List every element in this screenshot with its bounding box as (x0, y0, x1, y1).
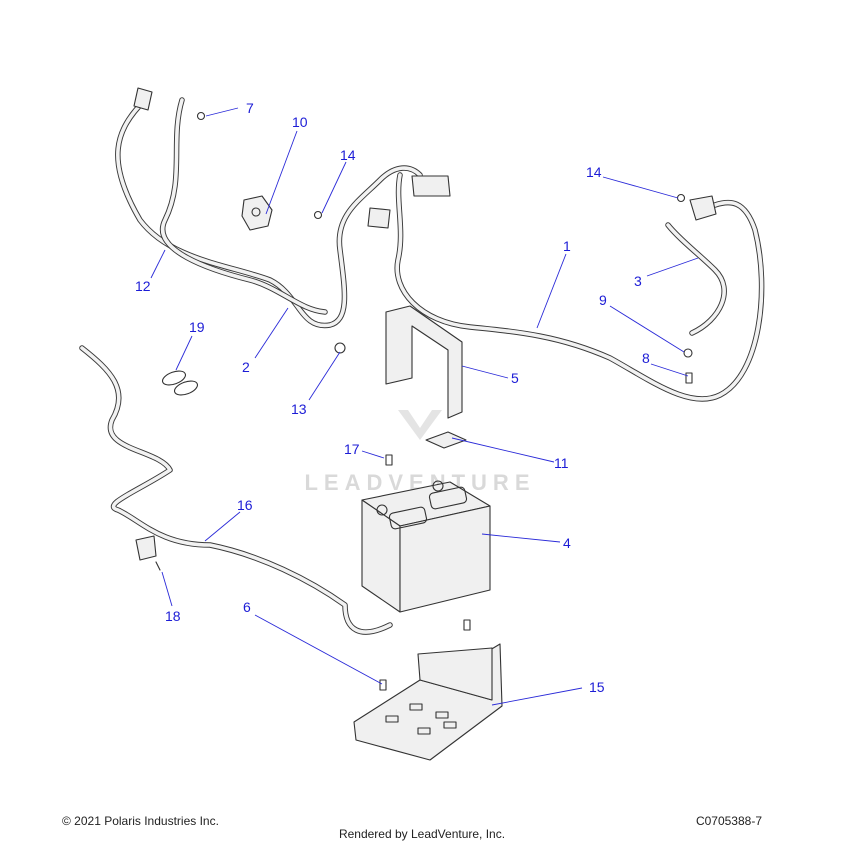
callout-17: 17 (344, 441, 360, 457)
callout-8: 8 (642, 350, 650, 366)
callout-3: 3 (634, 273, 642, 289)
callout-2: 2 (242, 359, 250, 375)
callout-5: 5 (511, 370, 519, 386)
part-8-bolt (685, 372, 693, 384)
callout-6: 6 (243, 599, 251, 615)
part-4-battery (361, 480, 491, 613)
callout-14-right: 14 (586, 164, 602, 180)
part-2-harness (115, 87, 451, 329)
callout-labels: 1 2 3 4 5 6 7 8 9 10 11 12 13 14 14 15 1… (135, 100, 650, 695)
callout-11: 11 (554, 455, 569, 471)
part-11-pad (425, 431, 467, 449)
callout-4: 4 (563, 535, 571, 551)
leader-lines (150, 107, 699, 706)
copyright-text: © 2021 Polaris Industries Inc. (62, 814, 219, 828)
callout-10: 10 (292, 114, 308, 130)
callout-7: 7 (246, 100, 254, 116)
callout-12: 12 (135, 278, 151, 294)
part-17-bolt (385, 454, 393, 466)
callout-13: 13 (291, 401, 307, 417)
part-6-bolt (379, 679, 387, 691)
hardware (155, 111, 693, 691)
callout-14-left: 14 (340, 147, 356, 163)
watermark-logo-icon (398, 410, 442, 440)
part-14-nut-left (313, 210, 323, 220)
part-13-fastener (334, 342, 346, 354)
part-10-relay (241, 195, 273, 231)
part-14-nut-right (676, 193, 686, 203)
callout-16: 16 (237, 497, 253, 513)
part-16-cable (79, 345, 393, 635)
part-9-nut (683, 348, 693, 358)
battery-tray-bolt (463, 619, 471, 631)
part-15-tray (353, 643, 503, 761)
document-id: C0705388-7 (695, 814, 762, 828)
callout-19: 19 (189, 319, 205, 335)
part-18-tie (155, 561, 161, 571)
part-3-cable (665, 222, 727, 336)
callout-1: 1 (563, 238, 571, 254)
callout-9: 9 (599, 292, 607, 308)
part-19-clips (161, 370, 199, 396)
callout-18: 18 (165, 608, 181, 624)
part-7-nut (196, 111, 206, 121)
watermark: LEADVENTURE (304, 410, 530, 495)
rendered-by-text: Rendered by LeadVenture, Inc. (338, 827, 506, 841)
part-5-strap (385, 305, 463, 419)
callout-15: 15 (589, 679, 605, 695)
part-1-main-cable (394, 172, 765, 402)
